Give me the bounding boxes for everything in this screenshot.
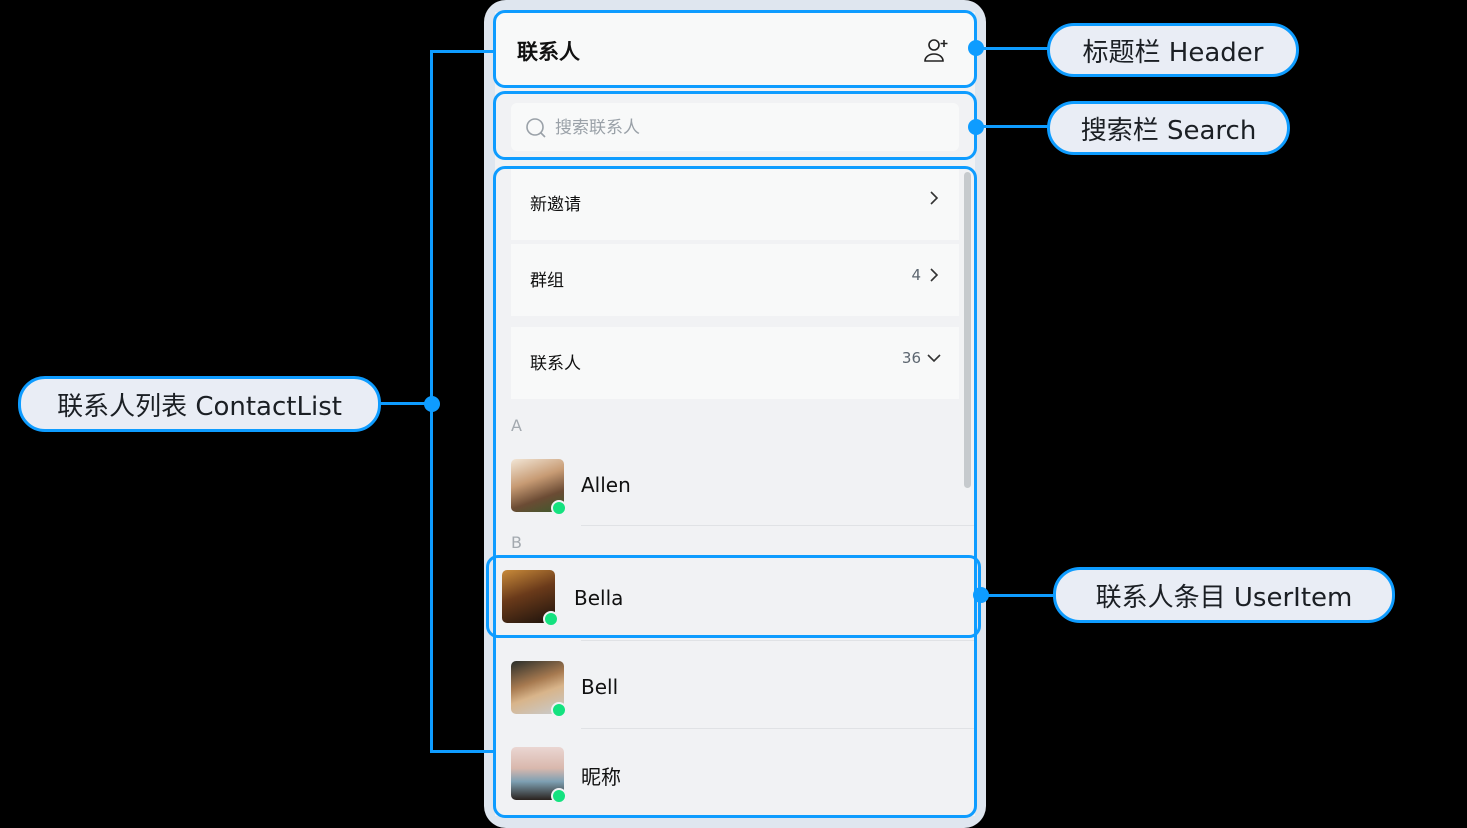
connector — [430, 50, 495, 53]
connector-dot — [973, 587, 989, 603]
divider — [581, 728, 975, 729]
section-letter-b: B — [511, 533, 522, 552]
header-bar: 联系人 — [495, 12, 975, 86]
search-input[interactable] — [553, 103, 947, 153]
user-name: Bell — [581, 675, 619, 699]
connector-dot — [968, 119, 984, 135]
user-item-allen[interactable]: Allen — [495, 444, 975, 528]
contact-list: 新邀请 群组 4 联系人 36 A Allen B Bella Bel — [495, 168, 975, 816]
chevron-right-icon — [930, 191, 939, 205]
connector — [430, 750, 495, 753]
card-label: 新邀请 — [530, 195, 581, 215]
divider — [581, 525, 975, 526]
user-name: 昵称 — [581, 765, 621, 789]
chevron-down-icon — [927, 354, 941, 363]
list-scrollbar[interactable] — [964, 172, 971, 488]
connector — [977, 47, 1049, 50]
callout-contact-list: 联系人列表 ContactList — [18, 376, 381, 432]
search-icon — [525, 117, 547, 139]
user-item-bella[interactable]: Bella — [495, 557, 975, 641]
contacts-count: 36 — [901, 349, 921, 367]
section-letter-a: A — [511, 416, 522, 435]
divider — [581, 640, 975, 641]
online-indicator — [551, 788, 567, 804]
card-label: 联系人 — [530, 354, 581, 374]
search-box[interactable] — [511, 103, 959, 153]
groups-count: 4 — [911, 266, 921, 284]
search-bar — [495, 93, 975, 159]
user-item-bell[interactable]: Bell — [495, 646, 975, 730]
user-plus-icon[interactable] — [923, 38, 951, 64]
online-indicator — [551, 702, 567, 718]
user-name: Allen — [581, 473, 631, 497]
connector-dot — [968, 40, 984, 56]
online-indicator — [551, 500, 567, 516]
callout-header: 标题栏 Header — [1047, 23, 1299, 77]
new-invitations-item[interactable]: 新邀请 — [511, 168, 959, 240]
groups-item[interactable]: 群组 4 — [511, 244, 959, 316]
chevron-right-icon — [930, 268, 939, 282]
user-item-nickname[interactable]: 昵称 — [495, 732, 975, 816]
connector-dot — [424, 396, 440, 412]
connector — [977, 125, 1049, 128]
page-title: 联系人 — [517, 40, 580, 64]
card-label: 群组 — [530, 271, 564, 291]
callout-search: 搜索栏 Search — [1047, 101, 1290, 155]
online-indicator — [543, 611, 559, 627]
connector — [981, 594, 1055, 597]
connector — [378, 402, 433, 405]
contacts-toggle-item[interactable]: 联系人 36 — [511, 327, 959, 399]
user-name: Bella — [574, 586, 624, 610]
callout-user-item: 联系人条目 UserItem — [1053, 567, 1395, 623]
